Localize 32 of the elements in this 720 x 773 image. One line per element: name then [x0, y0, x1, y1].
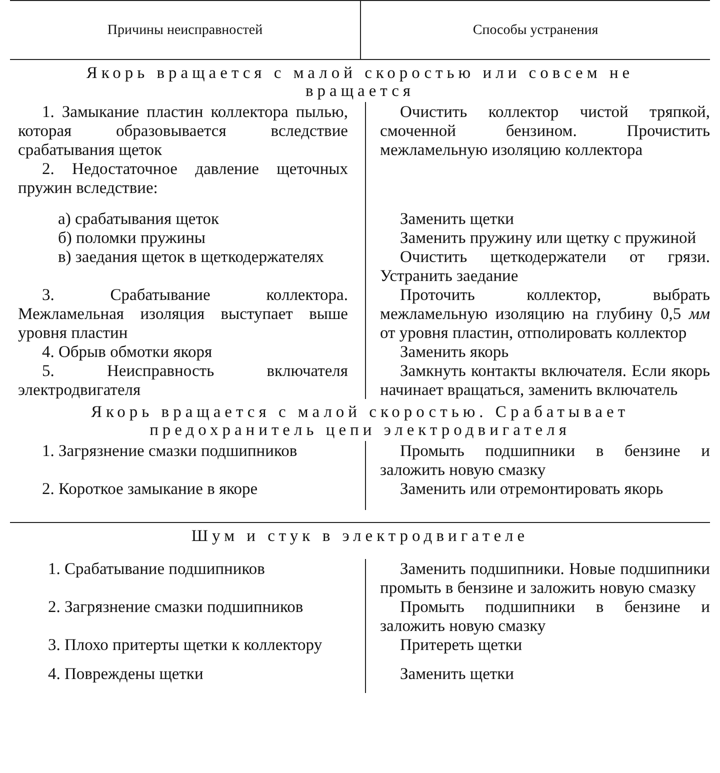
- section-heading: Якорь вращается с малой скоростью. Срабатывает предохранитель цепи электродвигателя: [90, 401, 630, 441]
- cause-text: 5. Неисправность включателя электродвигателя: [17, 361, 349, 399]
- cause-text: 2. Короткое замыкание в якоре: [41, 479, 259, 498]
- remedy-text: Заменить щетки: [399, 209, 515, 228]
- remedy-text: Проточить коллектор, выбрать межламельную изоляцию на глубину 0,5 мм от уровня пластин, отполировать коллектор: [379, 285, 710, 342]
- remedy-text: Промыть подшипники в бензине и заложить новую смазку: [379, 441, 710, 479]
- cause-text: 1. Замыкание пластин коллектора пылью, которая образовывается вследствие срабатывания щеток: [17, 102, 349, 159]
- cause-text: в) заедания щеток в щеткодержателях: [57, 247, 325, 268]
- remedy-text: Заменить подшипники. Новые подшипники промыть в бензине и заложить новую смазку: [379, 559, 710, 597]
- cause-text: 3. Плохо притерты щетки к коллектору: [47, 635, 324, 656]
- remedy-text: Заменить якорь: [399, 342, 510, 361]
- column-header: Способы устранения: [472, 22, 600, 40]
- remedy-text: Заменить щетки: [399, 664, 515, 685]
- section-heading: Шум и стук в электродвигателе: [190, 525, 530, 547]
- remedy-text: Промыть подшипники в бензине и заложить новую смазку: [379, 597, 710, 635]
- remedy-text: Заменить пружину или щетку с пружиной: [399, 228, 698, 247]
- cause-text: б) поломки пружины: [57, 228, 207, 247]
- cause-text: 1. Загрязнение смазки подшипников: [41, 441, 298, 462]
- cause-text: 2. Недостаточное давление щеточных пружин вследствие:: [17, 159, 349, 197]
- remedy-text: Заменить или отремонтировать якорь: [399, 479, 664, 498]
- column-header: Причины неисправностей: [106, 22, 264, 40]
- cause-text: 2. Загрязнение смазки подшипников: [47, 597, 304, 618]
- remedy-text: Притереть щетки: [399, 635, 524, 656]
- remedy-text: Очистить коллектор чистой тряпкой, смоченной бензином. Прочистить межламельную изоляцию коллектора: [379, 102, 710, 159]
- cause-text: 3. Срабатывание коллектора. Межламельная изоляция выступает выше уровня пластин: [17, 285, 349, 342]
- cause-text: 4. Обрыв обмотки якоря: [41, 342, 214, 361]
- remedy-text: Замкнуть контакты включателя. Если якорь начинает вращаться, заменить включатель: [379, 361, 710, 399]
- cause-text: 1. Срабатывание подшипников: [47, 559, 266, 580]
- section-heading: Якорь вращается с малой скоростью или совсем не вращается: [85, 62, 635, 102]
- remedy-text: Очистить щеткодержатели от грязи. Устранить заедание: [379, 247, 710, 285]
- cause-text: а) срабатывания щеток: [57, 209, 220, 228]
- cause-text: 4. Повреждены щетки: [47, 664, 204, 685]
